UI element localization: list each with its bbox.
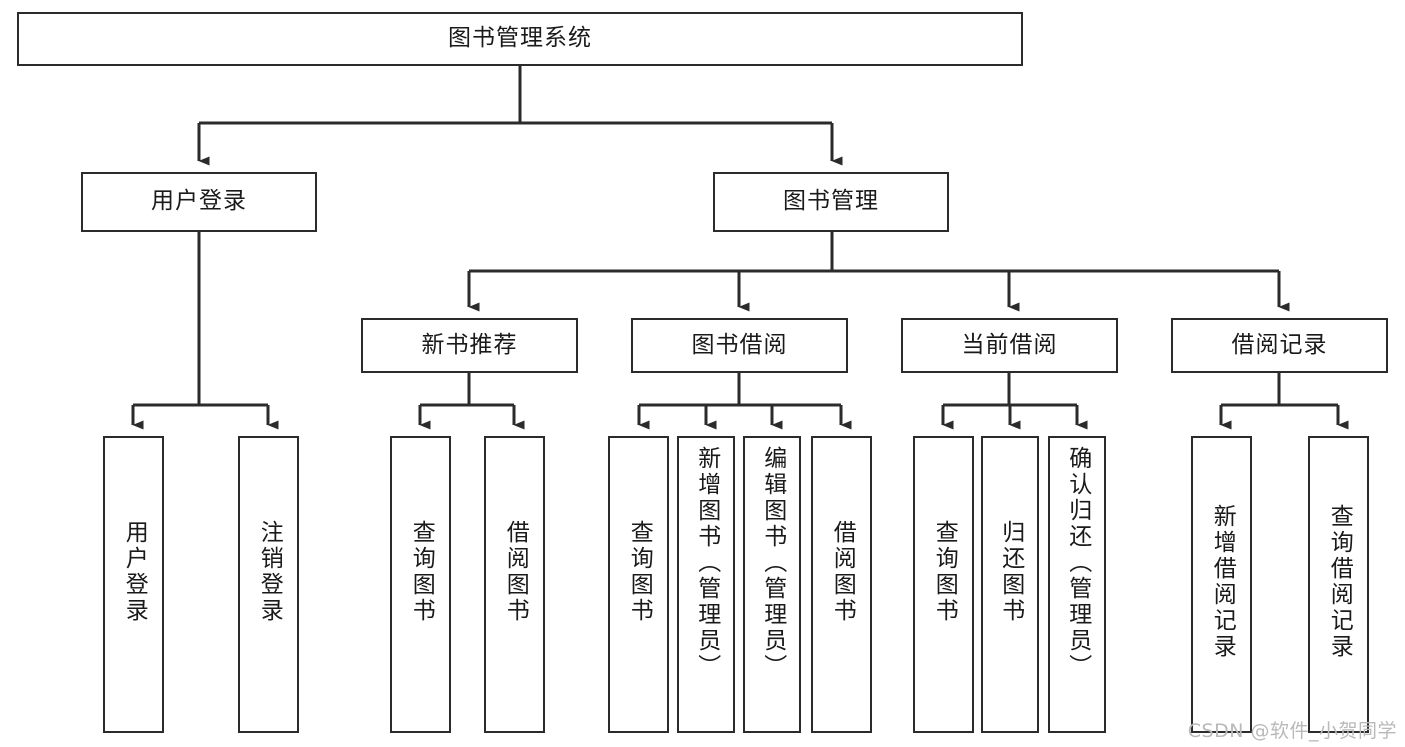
- node-leaf-add-record[interactable]: 新增借阅记录: [1191, 436, 1252, 733]
- node-label: 图书管理系统: [448, 25, 592, 52]
- node-label: 查询图书: [626, 520, 653, 624]
- node-label: 借阅图书: [502, 520, 529, 624]
- node-new-book-recommend[interactable]: 新书推荐: [361, 318, 578, 373]
- node-leaf-query-book-2[interactable]: 查询图书: [608, 436, 669, 733]
- csdn-watermark: CSDN @软件_小贺同学: [1187, 720, 1397, 742]
- node-book-management-system[interactable]: 图书管理系统: [17, 12, 1023, 66]
- node-label: 用户登录: [151, 188, 247, 215]
- node-label: 新增图书（管理员）: [693, 446, 720, 680]
- node-leaf-add-book[interactable]: 新增图书（管理员）: [677, 436, 735, 733]
- node-leaf-logout-login[interactable]: 注销登录: [238, 436, 299, 733]
- edge-bookborrow-to-leaves: [637, 373, 852, 430]
- edge-root-to-level2: [197, 66, 843, 166]
- node-label: 注销登录: [256, 520, 283, 624]
- node-leaf-borrow-book-2[interactable]: 借阅图书: [811, 436, 872, 733]
- node-label: 当前借阅: [961, 331, 1058, 358]
- node-leaf-query-record[interactable]: 查询借阅记录: [1308, 436, 1369, 733]
- node-label: 图书借阅: [691, 331, 788, 358]
- node-user-login[interactable]: 用户登录: [81, 172, 317, 232]
- node-label: 新增借阅记录: [1209, 504, 1236, 660]
- node-leaf-query-book-3[interactable]: 查询图书: [913, 436, 974, 733]
- node-label: 归还图书: [997, 520, 1024, 624]
- node-leaf-return-book[interactable]: 归还图书: [981, 436, 1039, 733]
- node-label: 借阅记录: [1231, 331, 1328, 358]
- node-current-borrow[interactable]: 当前借阅: [901, 318, 1118, 373]
- node-leaf-user-login[interactable]: 用户登录: [103, 436, 164, 733]
- edge-userlogin-to-leaves: [131, 232, 279, 430]
- node-label: 用户登录: [121, 520, 148, 624]
- node-label: 查询图书: [408, 520, 435, 624]
- edge-currentborrow-to-leaves: [941, 373, 1088, 430]
- node-label: 编辑图书（管理员）: [759, 446, 786, 680]
- edge-bookmgmt-to-level3: [467, 232, 1290, 312]
- node-borrow-record[interactable]: 借阅记录: [1171, 318, 1388, 373]
- node-leaf-borrow-book-1[interactable]: 借阅图书: [484, 436, 545, 733]
- node-label: 借阅图书: [829, 520, 856, 624]
- node-label: 图书管理: [783, 188, 879, 215]
- edge-newbook-to-leaves: [418, 373, 525, 430]
- node-leaf-query-book-1[interactable]: 查询图书: [390, 436, 451, 733]
- node-label: 查询借阅记录: [1326, 504, 1353, 660]
- node-leaf-edit-book[interactable]: 编辑图书（管理员）: [743, 436, 801, 733]
- node-leaf-confirm-return[interactable]: 确认归还（管理员）: [1048, 436, 1106, 733]
- node-book-management[interactable]: 图书管理: [713, 172, 949, 232]
- edge-borrowrecord-to-leaves: [1219, 373, 1349, 430]
- node-book-borrow[interactable]: 图书借阅: [631, 318, 848, 373]
- node-label: 确认归还（管理员）: [1064, 446, 1091, 680]
- node-label: 查询图书: [931, 520, 958, 624]
- node-label: 新书推荐: [421, 331, 518, 358]
